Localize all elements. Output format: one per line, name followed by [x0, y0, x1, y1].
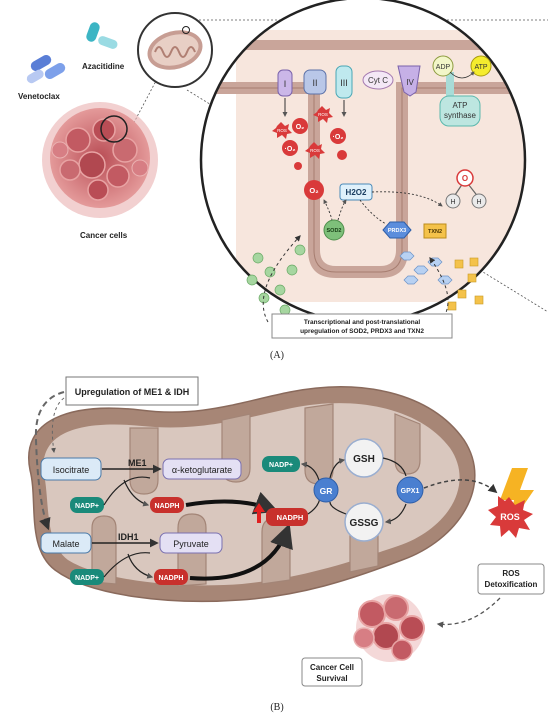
svg-text:IV: IV [406, 78, 414, 87]
svg-text:ROS: ROS [277, 128, 287, 133]
svg-text:III: III [340, 78, 348, 88]
nadp-plus-top [70, 497, 104, 513]
cancer-cell-cluster [42, 102, 158, 218]
svg-text:GPX1: GPX1 [401, 488, 420, 495]
svg-text:O₂: O₂ [309, 186, 318, 195]
svg-text:Detoxification: Detoxification [485, 580, 538, 589]
svg-text:II: II [312, 78, 317, 88]
complex-i: I [277, 69, 293, 97]
svg-text:O₂: O₂ [296, 124, 305, 131]
svg-text:SOD2: SOD2 [327, 228, 342, 234]
svg-text:Survival: Survival [316, 674, 347, 683]
svg-text:NADP+: NADP+ [75, 575, 99, 582]
cancer-cells-label: Cancer cells [80, 231, 128, 240]
atp-synthase: ATP synthase ADP ATP [432, 55, 492, 127]
ros-burst-icon [488, 496, 533, 538]
svg-text:TXN2: TXN2 [428, 229, 442, 235]
alpha-kg-box [162, 458, 242, 480]
upregulation-label: Upregulation of ME1 & IDH [75, 387, 190, 397]
increase-arrow-icon [253, 503, 265, 523]
mitochondrion-magnifier [137, 12, 213, 88]
complex-iii: III [335, 65, 353, 99]
svg-text:·O₂: ·O₂ [285, 146, 296, 153]
svg-text:GR: GR [320, 486, 333, 496]
me1-label: ME1 [128, 458, 147, 468]
isocitrate-box [40, 457, 102, 481]
svg-text:synthase: synthase [444, 111, 477, 120]
upregulation-box [65, 376, 199, 406]
nadp-plus-bottom [70, 569, 104, 585]
h2o2-label: H2O2 [346, 188, 367, 197]
regulation-line-1: Transcriptional and post-translational [304, 319, 420, 326]
venetoclax-pill-icon [26, 55, 66, 84]
svg-text:GSSG: GSSG [350, 518, 379, 529]
lightning-icon [500, 468, 534, 528]
svg-text:PRDX3: PRDX3 [388, 228, 406, 234]
svg-text:NADPH: NADPH [277, 513, 304, 522]
panel-b: Upregulation of ME1 & IDH Isocitrate α-k… [28, 376, 545, 713]
panel-b-label: (B) [270, 702, 283, 713]
svg-text:O: O [462, 174, 468, 183]
water-molecule: O H H [445, 169, 487, 209]
ros-o2-radical [292, 118, 308, 134]
panel-a: Venetoclax Azacitidine Cancer cells [18, 0, 549, 361]
svg-text:Cancer Cell: Cancer Cell [310, 663, 354, 672]
txn2-pool [447, 257, 484, 311]
idh1-label: IDH1 [118, 532, 139, 542]
atp-circle [470, 55, 492, 77]
nadph-bottom [154, 569, 188, 585]
ros-detox-box [477, 563, 545, 595]
svg-text:ROS: ROS [502, 569, 520, 578]
svg-text:ROS: ROS [318, 112, 328, 117]
pyruvate-box [159, 532, 223, 554]
superoxide-o2 [304, 180, 324, 200]
complex-iv: IV [397, 65, 421, 97]
svg-text:ADP: ADP [436, 64, 451, 71]
svg-text:Cyt C: Cyt C [368, 76, 388, 85]
survival-box [301, 657, 363, 687]
prdx3-hexagon [382, 221, 412, 239]
gssg-circle [344, 502, 384, 542]
svg-text:GSH: GSH [353, 454, 375, 465]
azacitidine-pill-icon [86, 22, 118, 49]
svg-text:ATP: ATP [453, 101, 468, 110]
txn2-box [423, 223, 447, 239]
isocitrate-label: Isocitrate [53, 465, 90, 475]
svg-text:H: H [450, 199, 455, 206]
panel-a-label: (A) [270, 350, 284, 361]
svg-text:ROS: ROS [310, 148, 320, 153]
zoom-guide-bottom [186, 89, 549, 313]
alpha-kg-label: α-ketoglutarate [172, 465, 232, 475]
ros-burst-cluster: ROS O₂ ROS ·O₂ ROS ·O₂ [272, 106, 347, 170]
svg-text:H: H [476, 199, 481, 206]
complex-ii: II [303, 69, 327, 95]
svg-text:·O₂: ·O₂ [333, 134, 344, 141]
svg-text:NADP+: NADP+ [75, 503, 99, 510]
azacitidine-label: Azacitidine [82, 62, 125, 71]
svg-text:ATP: ATP [474, 64, 487, 71]
zoom-circle-small [100, 115, 128, 143]
adp-circle [432, 55, 454, 77]
nadph-central [266, 508, 308, 526]
pyruvate-label: Pyruvate [173, 539, 209, 549]
ros-label: ROS [500, 512, 520, 522]
svg-text:NADPH: NADPH [159, 575, 184, 582]
cytochrome-c: Cyt C [362, 70, 394, 90]
svg-text:NADP+: NADP+ [269, 462, 293, 469]
nadp-plus-gr [262, 456, 300, 472]
malate-box [40, 532, 92, 554]
gpx1-enzyme [396, 476, 424, 504]
gr-enzyme [313, 477, 339, 503]
cancer-cells-b-cluster [353, 594, 425, 662]
svg-text:NADPH: NADPH [155, 503, 180, 510]
sod2-circle [323, 219, 345, 241]
nadph-top [150, 497, 184, 513]
svg-text:I: I [284, 79, 287, 89]
venetoclax-label: Venetoclax [18, 92, 60, 101]
regulation-line-2: upregulation of SOD2, PRDX3 and TXN2 [300, 328, 424, 335]
regulation-box [271, 313, 453, 339]
malate-label: Malate [52, 539, 79, 549]
